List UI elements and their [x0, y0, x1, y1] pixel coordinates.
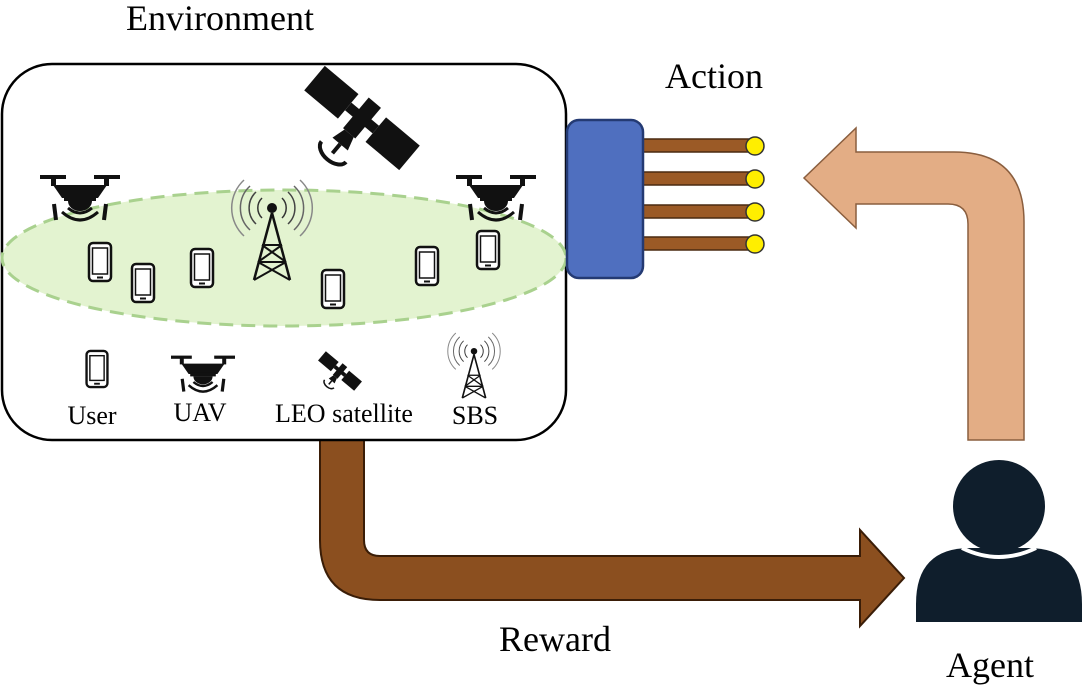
legend-label-user: User — [67, 401, 116, 430]
phone-icon — [85, 349, 109, 389]
action-label: Action — [665, 56, 763, 96]
phone-icon — [87, 241, 113, 283]
legend: User UAV LEO satellite SBS — [67, 332, 502, 430]
legend-label-leo-satellite: LEO satellite — [275, 399, 413, 428]
legend-label-uav: UAV — [174, 398, 227, 427]
agent-icon — [916, 460, 1082, 622]
legend-label-sbs: SBS — [452, 401, 498, 430]
action-arrow — [802, 126, 1025, 441]
agent-label: Agent — [946, 645, 1034, 685]
phone-icon — [475, 229, 501, 271]
phone-icon — [130, 262, 156, 304]
reward-arrow — [319, 419, 906, 629]
phone-icon — [414, 245, 440, 287]
reward-label: Reward — [499, 619, 611, 659]
action-connector — [565, 118, 765, 280]
environment-title: Environment — [126, 0, 314, 38]
phone-icon — [189, 247, 215, 289]
phone-icon — [320, 268, 346, 310]
